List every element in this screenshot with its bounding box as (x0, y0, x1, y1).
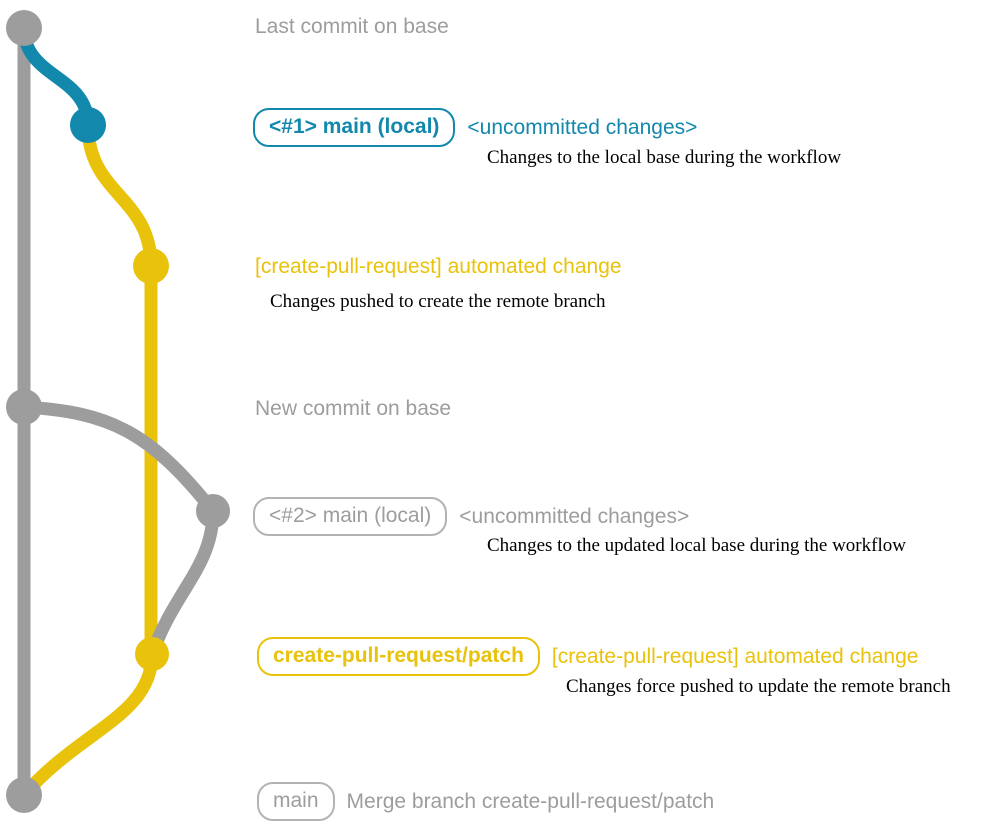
commit-description-local-1: Changes to the local base during the wor… (487, 147, 842, 168)
headline-new-commit-on-base: New commit on base (255, 397, 452, 420)
commit-subject-merge: Merge branch create-pull-request/patch (346, 789, 715, 813)
node-base-new (6, 389, 42, 425)
commit-subject-cpr-2: [create-pull-request] automated change (551, 644, 919, 668)
row-merge: main Merge branch create-pull-request/pa… (257, 782, 714, 821)
edge-local1-to-cpr1 (81, 118, 158, 273)
commit-subject-cpr-1: [create-pull-request] automated change (255, 255, 622, 278)
node-base-last (6, 10, 42, 46)
node-cpr-commit-2 (135, 637, 169, 671)
node-merge (6, 777, 42, 813)
commit-subject-local-1: <uncommitted changes> (467, 115, 698, 139)
ref-badge-local-2[interactable]: <#2> main (local) (253, 497, 448, 536)
node-local-2 (196, 494, 230, 528)
commit-subject-local-2: <uncommitted changes> (459, 504, 690, 528)
ref-badge-main[interactable]: main (257, 782, 335, 821)
node-cpr-commit-1 (133, 248, 169, 284)
ref-badge-local-1[interactable]: <#1> main (local) (253, 108, 456, 147)
commit-description-local-2: Changes to the updated local base during… (487, 535, 906, 556)
edge-local2-to-cpr2 (145, 504, 220, 661)
row-local-2: <#2> main (local) <uncommitted changes> (253, 497, 689, 536)
ref-badge-cpr-patch[interactable]: create-pull-request/patch (257, 637, 540, 676)
edge-cpr2-to-merge (17, 647, 159, 802)
row-cpr-commit-1: [create-pull-request] automated change (255, 254, 622, 280)
commit-nodes (6, 10, 230, 813)
commit-description-cpr-2: Changes force pushed to update the remot… (566, 676, 951, 697)
node-local-1 (70, 107, 106, 143)
commit-description-cpr-1: Changes pushed to create the remote bran… (270, 291, 606, 312)
row-cpr-commit-2: create-pull-request/patch [create-pull-r… (257, 637, 918, 676)
edge-basenew-to-local2 (17, 400, 220, 518)
headline-last-commit-on-base: Last commit on base (255, 15, 449, 38)
row-local-1: <#1> main (local) <uncommitted changes> (253, 108, 697, 147)
